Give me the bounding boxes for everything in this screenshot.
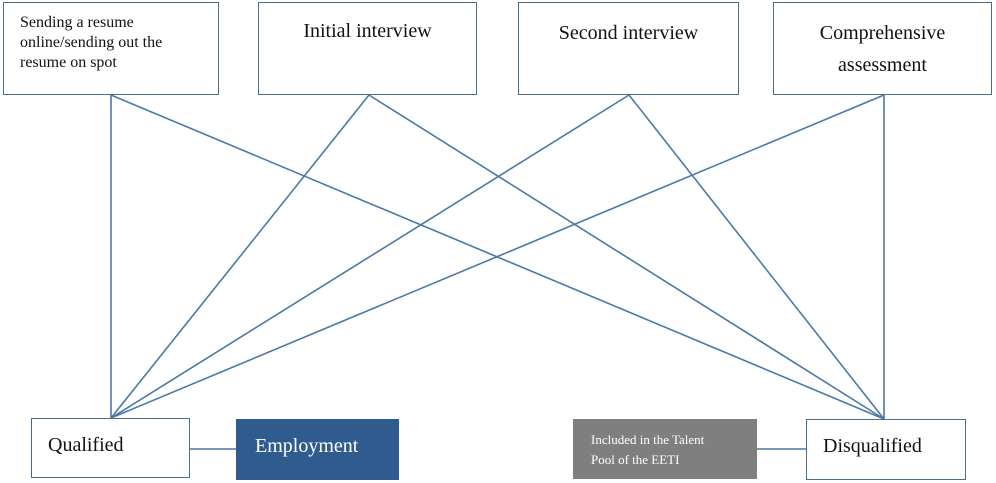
line-second-disqualified	[628, 94, 885, 420]
line-initial-qualified	[110, 94, 370, 419]
line-second-qualified	[110, 94, 630, 419]
stage-initial-interview-label: Initial interview	[303, 20, 432, 42]
outcome-talent-pool-label: Included in the Talent Pool of the EETI	[591, 432, 705, 467]
line-initial-disqualified	[368, 94, 885, 420]
outcome-disqualified-box: Disqualified	[806, 419, 966, 480]
outcome-employment-box: Employment	[236, 419, 399, 480]
stage-resume-label: Sending a resume online/sending out the …	[20, 14, 163, 71]
outcome-qualified-box: Qualified	[31, 418, 190, 478]
stage-comprehensive-assessment-label: Comprehensive assessment	[819, 22, 946, 76]
line-comp-qualified	[110, 94, 885, 419]
stage-comprehensive-assessment-box: Comprehensive assessment	[773, 2, 992, 95]
stage-resume-box: Sending a resume online/sending out the …	[3, 2, 219, 95]
outcome-employment-label: Employment	[255, 435, 359, 457]
outcome-disqualified-label: Disqualified	[823, 435, 922, 457]
stage-initial-interview-box: Initial interview	[258, 2, 477, 95]
outcome-qualified-label: Qualified	[48, 434, 124, 456]
stage-second-interview-label: Second interview	[558, 22, 699, 44]
outcome-talent-pool-box: Included in the Talent Pool of the EETI	[573, 419, 757, 479]
stage-second-interview-box: Second interview	[518, 2, 739, 95]
